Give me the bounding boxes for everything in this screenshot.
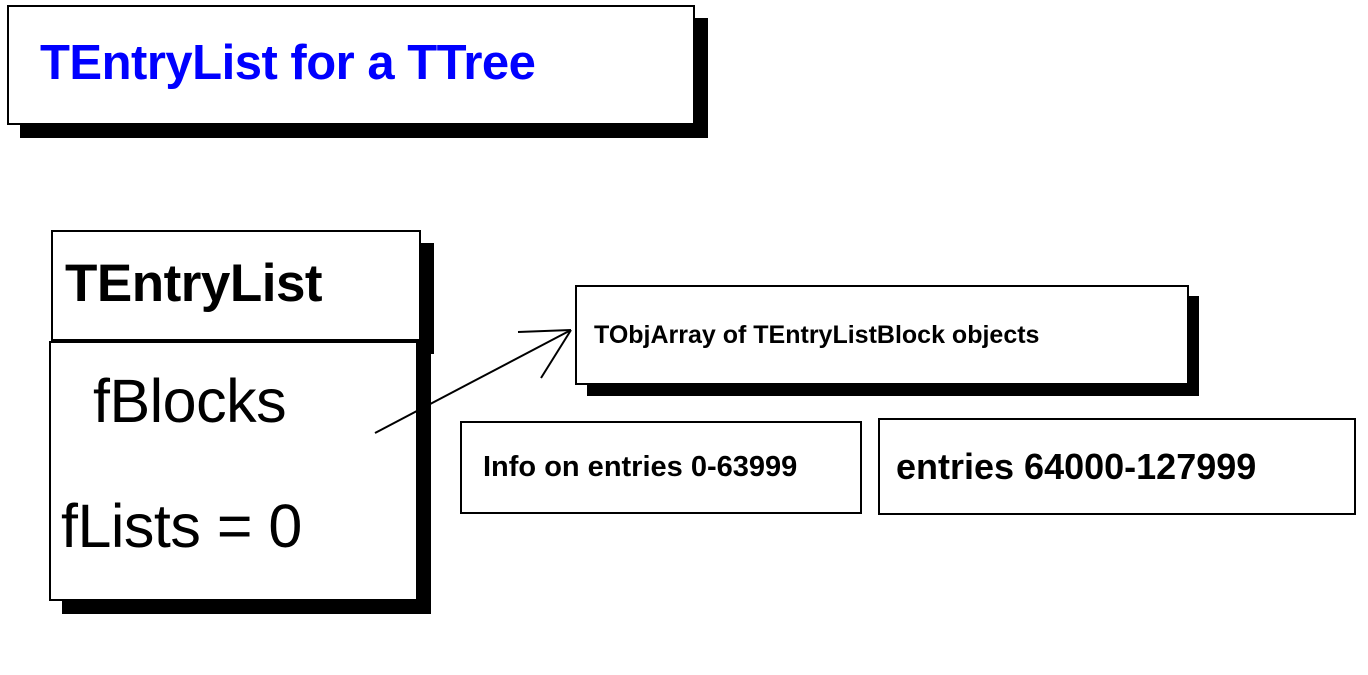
entrylistblock-2-label: entries 64000-127999 (896, 445, 1257, 487)
entrylist-header-box: TEntryList (51, 230, 421, 341)
objarray-label: TObjArray of TEntryListBlock objects (594, 320, 1040, 349)
entrylist-field-fblocks: fBlocks (93, 367, 287, 435)
entrylist-class-name: TEntryList (65, 254, 323, 313)
arrow-head-barb-upper (517, 329, 572, 333)
entrylistblock-1-label: Info on entries 0-63999 (483, 451, 798, 483)
arrow-head-barb-lower (540, 329, 572, 379)
entrylistblock-1-box: Info on entries 0-63999 (460, 421, 862, 514)
entrylist-field-flists: fLists = 0 (61, 492, 302, 560)
entrylist-body-box: fBlocks fLists = 0 (49, 341, 418, 601)
page-title: TEntryList for a TTree (40, 35, 536, 90)
entrylistblock-2-box: entries 64000-127999 (878, 418, 1356, 515)
objarray-box: TObjArray of TEntryListBlock objects (575, 285, 1189, 385)
title-box: TEntryList for a TTree (7, 5, 695, 125)
